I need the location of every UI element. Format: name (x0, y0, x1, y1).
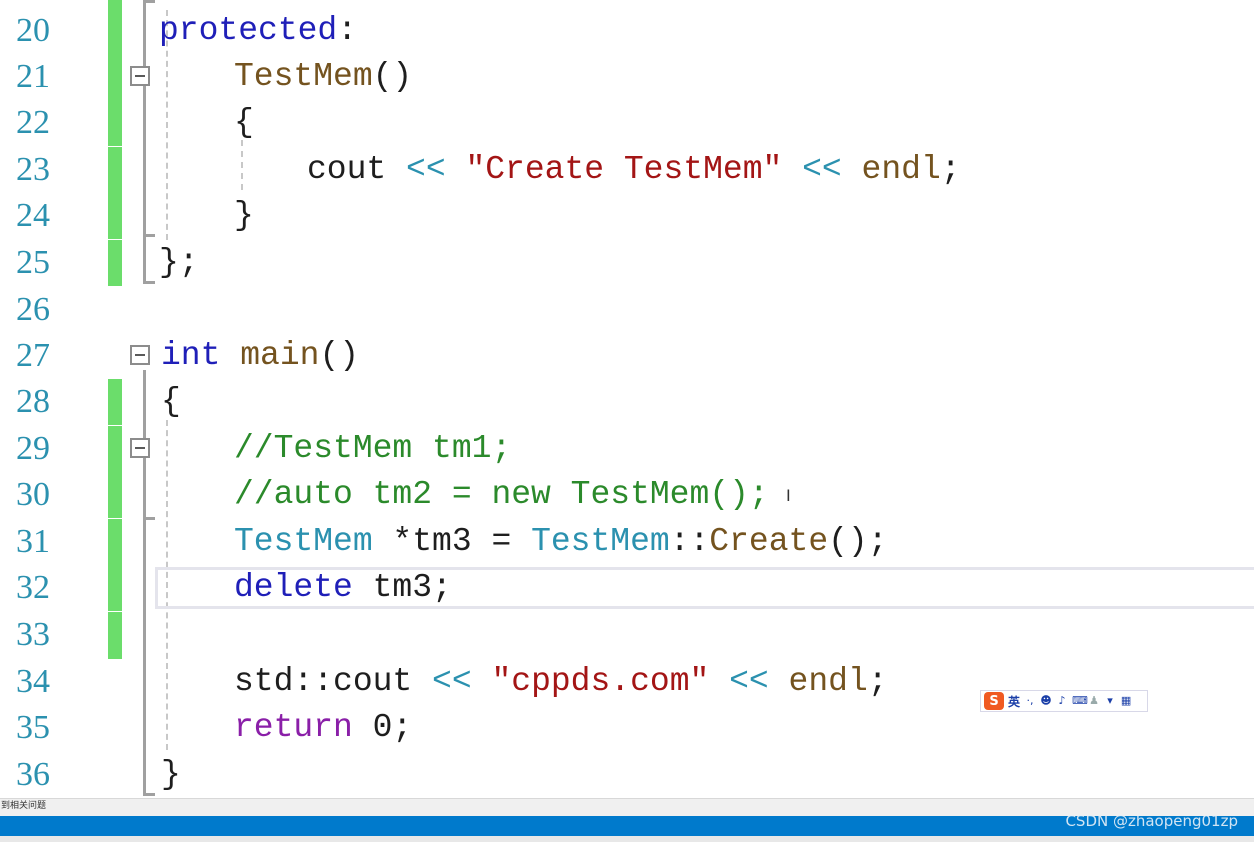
outline-rule-class-end (143, 281, 155, 284)
line-number: 31 (16, 523, 50, 560)
code-text: { (161, 383, 181, 420)
line-number: 30 (16, 476, 50, 513)
outline-rule-main-end (143, 793, 155, 796)
code-text: delete tm3; (234, 569, 452, 606)
outline-rule-top (143, 0, 155, 3)
code-line-28[interactable]: 28 { (0, 379, 1254, 425)
status-text: 到相关问题 (1, 801, 47, 811)
watermark: CSDN @zhaopeng01zp (1065, 812, 1238, 830)
code-text: } (234, 197, 254, 234)
change-indicator (108, 379, 122, 425)
line-number: 28 (16, 383, 50, 420)
line-number: 25 (16, 244, 50, 281)
change-indicator (108, 100, 122, 146)
indent-guide (166, 420, 168, 750)
error-list-strip[interactable]: 到相关问题 (0, 798, 1254, 816)
collapse-toggle-icon[interactable] (130, 66, 150, 86)
ime-logo-icon[interactable]: S (984, 692, 1004, 710)
code-line-26[interactable]: 26 (0, 287, 1254, 333)
code-text: TestMem *tm3 = TestMem::Create(); (234, 523, 888, 560)
code-text: cout << "Create TestMem" << endl; (307, 151, 961, 188)
line-number: 35 (16, 709, 50, 746)
code-line-32[interactable]: 32 delete tm3; (0, 565, 1254, 611)
change-indicator (108, 193, 122, 239)
line-number: 24 (16, 197, 50, 234)
code-line-30[interactable]: 30 //auto tm2 = new TestMem(); (0, 472, 1254, 518)
outline-rule-comment-end (143, 517, 155, 520)
code-line-29[interactable]: 29 //TestMem tm1; (0, 426, 1254, 472)
code-text: int main() (161, 337, 360, 374)
code-line-35[interactable]: 35 return 0; (0, 705, 1254, 751)
code-line-31[interactable]: 31 TestMem *tm3 = TestMem::Create(); (0, 519, 1254, 565)
code-editor[interactable]: 20 protected: 21 TestMem() 22 { 23 cout … (0, 0, 1254, 798)
bottom-tab-strip[interactable] (0, 836, 1254, 842)
collapse-toggle-icon[interactable] (130, 438, 150, 458)
change-indicator (108, 240, 122, 286)
line-number: 29 (16, 430, 50, 467)
code-line-22[interactable]: 22 { (0, 100, 1254, 146)
change-indicator (108, 472, 122, 518)
code-text: } (161, 756, 181, 793)
collapse-toggle-icon[interactable] (130, 345, 150, 365)
line-number: 27 (16, 337, 50, 374)
code-line-21[interactable]: 21 TestMem() (0, 54, 1254, 100)
line-number: 32 (16, 569, 50, 606)
outline-rule-main (143, 370, 146, 796)
code-text: //TestMem tm1; (234, 430, 512, 467)
code-text: TestMem() (234, 58, 413, 95)
ime-toolbar[interactable]: S 英 ·, ☻ ♪ ⌨ ♟ ▾ ▦ (980, 690, 1148, 712)
change-indicator (108, 612, 122, 659)
line-number: 34 (16, 663, 50, 700)
code-text: { (234, 104, 254, 141)
code-text: }; (159, 244, 199, 281)
text-cursor-icon: I (786, 486, 791, 505)
line-number: 33 (16, 616, 50, 653)
punctuation-icon[interactable]: ·, (1026, 694, 1034, 707)
line-number: 20 (16, 12, 50, 49)
emoji-icon[interactable]: ☻ (1040, 694, 1052, 707)
code-text: protected: (159, 12, 358, 49)
code-line-27[interactable]: 27 int main() (0, 333, 1254, 379)
code-text: //auto tm2 = new TestMem(); (234, 476, 769, 513)
code-text: return 0; (234, 709, 413, 746)
code-line-24[interactable]: 24 } (0, 193, 1254, 239)
skin-icon[interactable]: ▾ (1107, 694, 1113, 707)
change-indicator (108, 519, 122, 565)
outline-rule-ctor (143, 86, 146, 236)
line-number: 22 (16, 104, 50, 141)
line-number: 36 (16, 756, 50, 793)
change-indicator (108, 426, 122, 472)
code-line-36[interactable]: 36 } (0, 752, 1254, 798)
change-indicator (108, 0, 122, 54)
code-line-25[interactable]: 25 }; (0, 240, 1254, 286)
indent-guide (241, 140, 243, 190)
outline-rule-comment (143, 460, 146, 520)
code-line-23[interactable]: 23 cout << "Create TestMem" << endl; (0, 147, 1254, 193)
change-indicator (108, 565, 122, 611)
line-number: 21 (16, 58, 50, 95)
change-indicator (108, 54, 122, 100)
change-indicator (108, 147, 122, 193)
keyboard-icon[interactable]: ⌨ (1072, 694, 1088, 707)
code-line-20[interactable]: 20 protected: (0, 0, 1254, 54)
ime-language-toggle[interactable]: 英 (1008, 694, 1021, 709)
code-text: std::cout << "cppds.com" << endl; (234, 663, 888, 700)
user-icon[interactable]: ♟ (1089, 694, 1099, 707)
mic-icon[interactable]: ♪ (1058, 694, 1066, 707)
grid-icon[interactable]: ▦ (1120, 694, 1132, 707)
indent-guide (166, 10, 168, 240)
status-bar (0, 816, 1254, 836)
line-number: 26 (16, 291, 50, 328)
code-line-33[interactable]: 33 (0, 612, 1254, 659)
line-number: 23 (16, 151, 50, 188)
code-line-34[interactable]: 34 std::cout << "cppds.com" << endl; (0, 659, 1254, 705)
outline-rule-ctor-end (143, 234, 155, 237)
